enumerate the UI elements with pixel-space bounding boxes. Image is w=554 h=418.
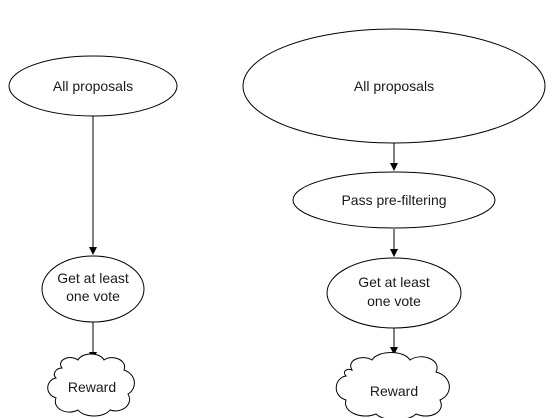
node-label: Reward xyxy=(370,383,418,399)
node-get-at-least-one-vote: Get at least one vote xyxy=(41,255,145,323)
node-pass-pre-filtering: Pass pre-filtering xyxy=(292,171,496,229)
node-label-line-2: one vote xyxy=(367,293,421,309)
node-label: All proposals xyxy=(354,78,434,94)
cloud-shape xyxy=(335,352,450,418)
node-all-proposals: All proposals xyxy=(8,55,178,117)
node-reward: Reward xyxy=(335,352,450,418)
diagram-right: All proposals Pass pre-filtering Get at … xyxy=(242,28,546,418)
node-label-line-2: one vote xyxy=(66,288,120,304)
node-label: Pass pre-filtering xyxy=(341,192,446,208)
node-get-at-least-one-vote: Get at least one vote xyxy=(326,257,462,329)
node-reward: Reward xyxy=(47,353,135,417)
node-all-proposals: All proposals xyxy=(242,28,546,144)
node-label-line-1: Get at least xyxy=(57,270,129,286)
node-label: All proposals xyxy=(53,78,133,94)
node-label: Reward xyxy=(68,379,116,395)
node-label-line-1: Get at least xyxy=(358,274,430,290)
cloud-shape xyxy=(47,353,135,417)
diagram-left: All proposals Get at least one vote Rewa… xyxy=(8,55,178,417)
